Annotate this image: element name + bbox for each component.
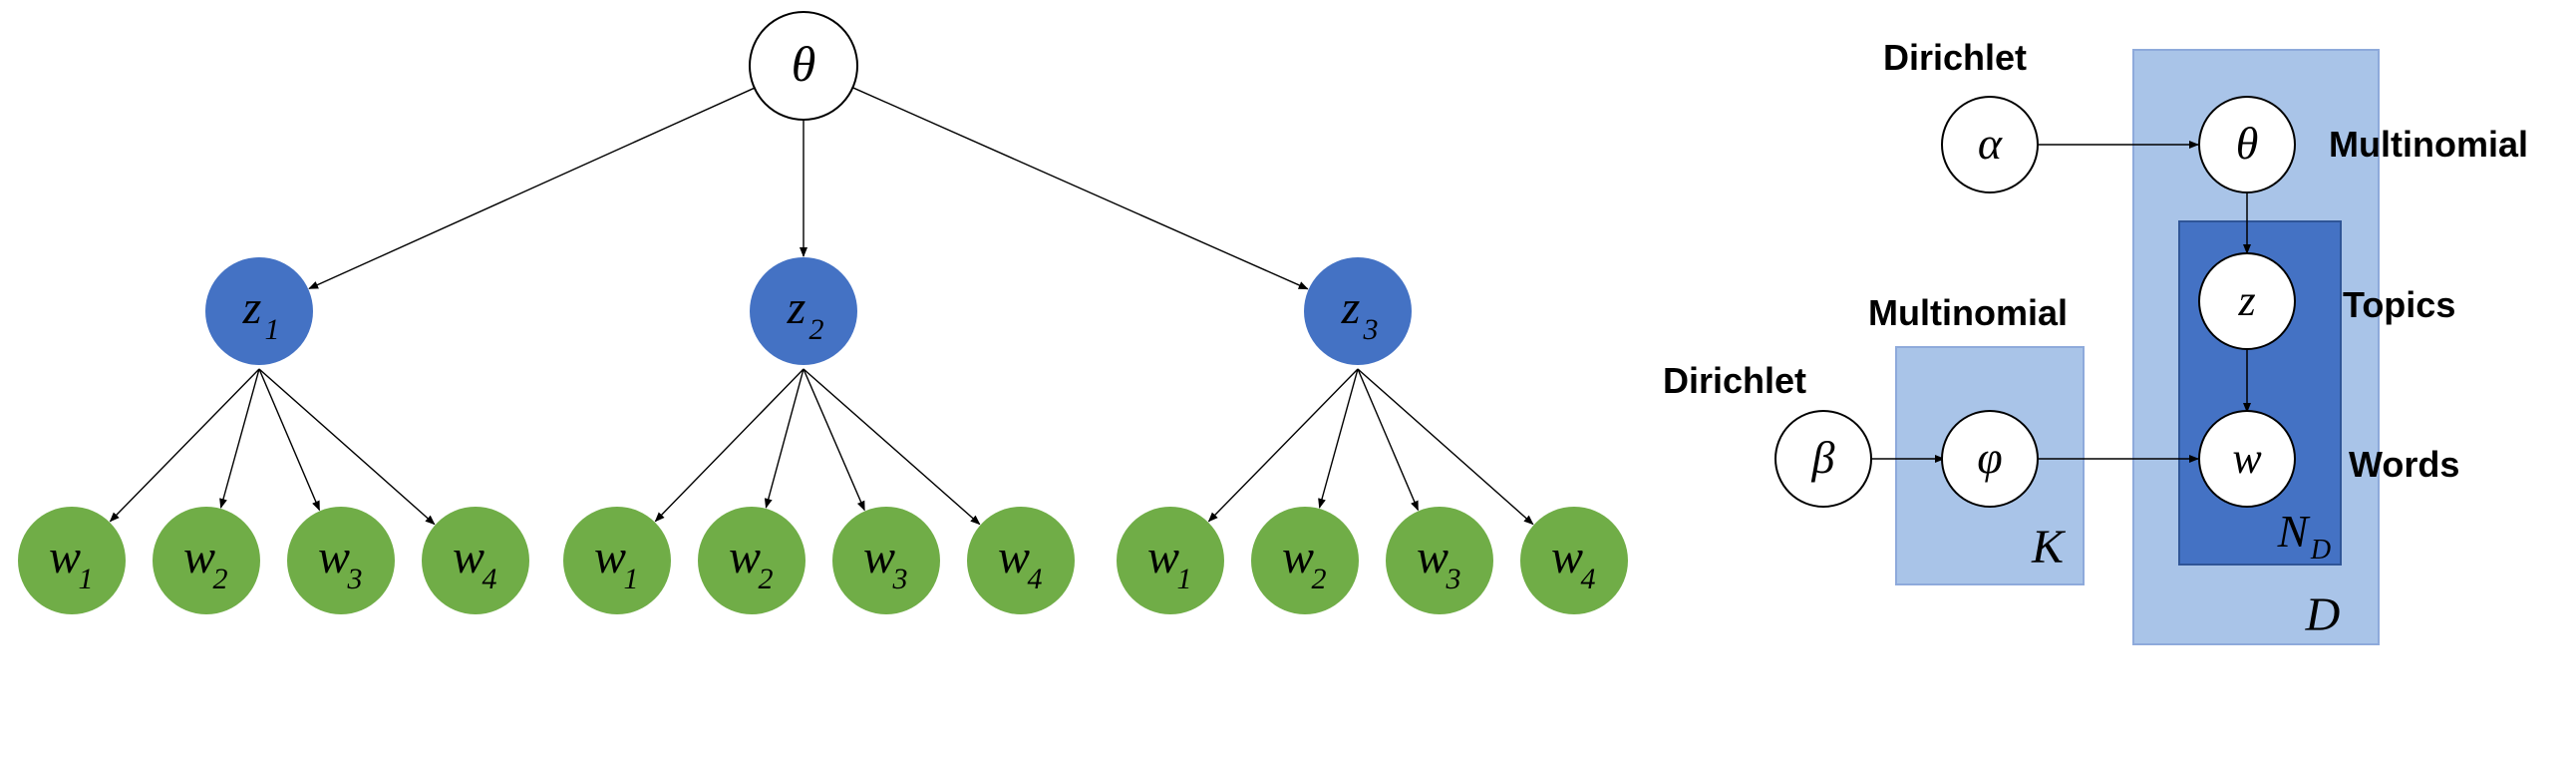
svg-text:w: w: [1551, 531, 1583, 583]
plate-N-label: N: [2277, 506, 2311, 557]
edge-topic-3-word-4: [1357, 368, 1534, 526]
theta-node: θ: [2198, 96, 2296, 193]
edge-topic-1-word-4: [258, 368, 436, 526]
alpha-label: Dirichlet: [1883, 37, 2027, 78]
word-node-t2-w2: w 2: [698, 507, 805, 614]
svg-text:w: w: [863, 531, 895, 583]
word-node-t2-w1: w 1: [563, 507, 671, 614]
topic-node-1: z 1: [205, 257, 313, 365]
beta-label: Dirichlet: [1663, 360, 1806, 401]
svg-text:1: 1: [624, 563, 639, 595]
topic-1-subscript: 1: [265, 313, 280, 346]
alpha-symbol: α: [1978, 118, 2003, 169]
svg-text:2: 2: [1312, 563, 1327, 595]
plate-N-subscript: D: [2310, 535, 2331, 566]
phi-node: φ: [1941, 410, 2039, 508]
phi-label: Multinomial: [1868, 292, 2068, 333]
z-symbol: z: [2237, 276, 2255, 325]
svg-text:w: w: [49, 531, 81, 583]
word-node-t2-w4: w 4: [967, 507, 1075, 614]
root-theta-symbol: θ: [792, 36, 816, 92]
svg-text:1: 1: [79, 563, 94, 595]
svg-text:3: 3: [892, 563, 908, 595]
w-symbol: w: [2232, 434, 2262, 483]
svg-text:w: w: [1417, 531, 1449, 583]
topic-2-symbol: z: [787, 281, 806, 334]
edge-topic-1-word-1: [109, 368, 260, 523]
edge-topic-3-word-2: [1318, 368, 1359, 509]
svg-text:w: w: [729, 531, 761, 583]
topic-tree: θ z 1 z 2 z 3 w 1 w 2: [18, 11, 1628, 614]
root-theta-node: θ: [749, 11, 858, 121]
svg-text:w: w: [183, 531, 215, 583]
z-node: z: [2198, 252, 2296, 350]
svg-text:w: w: [998, 531, 1030, 583]
svg-text:2: 2: [213, 563, 228, 595]
edge-root-topic-3: [852, 87, 1309, 290]
topic-node-2: z 2: [750, 257, 857, 365]
tree-edges: [109, 87, 1534, 526]
svg-text:2: 2: [759, 563, 774, 595]
word-node-t3-w4: w 4: [1520, 507, 1628, 614]
edge-topic-2-word-2: [764, 368, 805, 509]
edge-topic-1-word-2: [219, 368, 260, 509]
svg-text:w: w: [318, 531, 350, 583]
edge-root-topic-1: [308, 87, 756, 290]
topic-3-subscript: 3: [1363, 313, 1379, 346]
w-label: Words: [2349, 444, 2459, 485]
svg-text:4: 4: [1028, 563, 1043, 595]
plate-K: [1895, 346, 2085, 585]
word-node-t1-w3: w 3: [287, 507, 395, 614]
svg-text:w: w: [594, 531, 626, 583]
word-node-t1-w4: w 4: [422, 507, 529, 614]
plate-D-label: D: [2305, 588, 2341, 641]
edge-topic-2-word-3: [803, 368, 865, 512]
z-label: Topics: [2343, 284, 2455, 325]
svg-text:3: 3: [1446, 563, 1461, 595]
edge-topic-2-word-4: [803, 368, 981, 526]
word-node-t1-w2: w 2: [153, 507, 260, 614]
word-node-t3-w2: w 2: [1251, 507, 1359, 614]
w-node: w: [2198, 410, 2296, 508]
topic-2-subscript: 2: [809, 313, 824, 346]
topic-3-symbol: z: [1341, 281, 1361, 334]
topic-node-3: z 3: [1304, 257, 1412, 365]
word-node-t3-w3: w 3: [1386, 507, 1493, 614]
svg-text:3: 3: [347, 563, 363, 595]
phi-symbol: φ: [1977, 432, 2002, 483]
edge-topic-1-word-3: [258, 368, 321, 512]
plate-K-label: K: [2031, 521, 2067, 573]
alpha-node: α: [1941, 96, 2039, 193]
word-node-t2-w3: w 3: [832, 507, 940, 614]
word-node-t1-w1: w 1: [18, 507, 126, 614]
svg-text:w: w: [1282, 531, 1314, 583]
beta-symbol: β: [1811, 432, 1835, 483]
svg-text:w: w: [1147, 531, 1179, 583]
edge-topic-3-word-3: [1357, 368, 1420, 512]
edge-topic-3-word-1: [1207, 368, 1359, 523]
svg-text:1: 1: [1177, 563, 1192, 595]
lda-plate-diagram: K D N D α θ z w β: [1663, 37, 2528, 645]
theta-symbol: θ: [2236, 118, 2259, 169]
svg-text:4: 4: [483, 563, 497, 595]
theta-label: Multinomial: [2329, 124, 2528, 165]
beta-node: β: [1774, 410, 1872, 508]
topic-1-symbol: z: [242, 281, 262, 334]
edge-topic-2-word-1: [654, 368, 805, 523]
svg-text:w: w: [453, 531, 484, 583]
word-node-t3-w1: w 1: [1117, 507, 1224, 614]
svg-text:4: 4: [1581, 563, 1596, 595]
